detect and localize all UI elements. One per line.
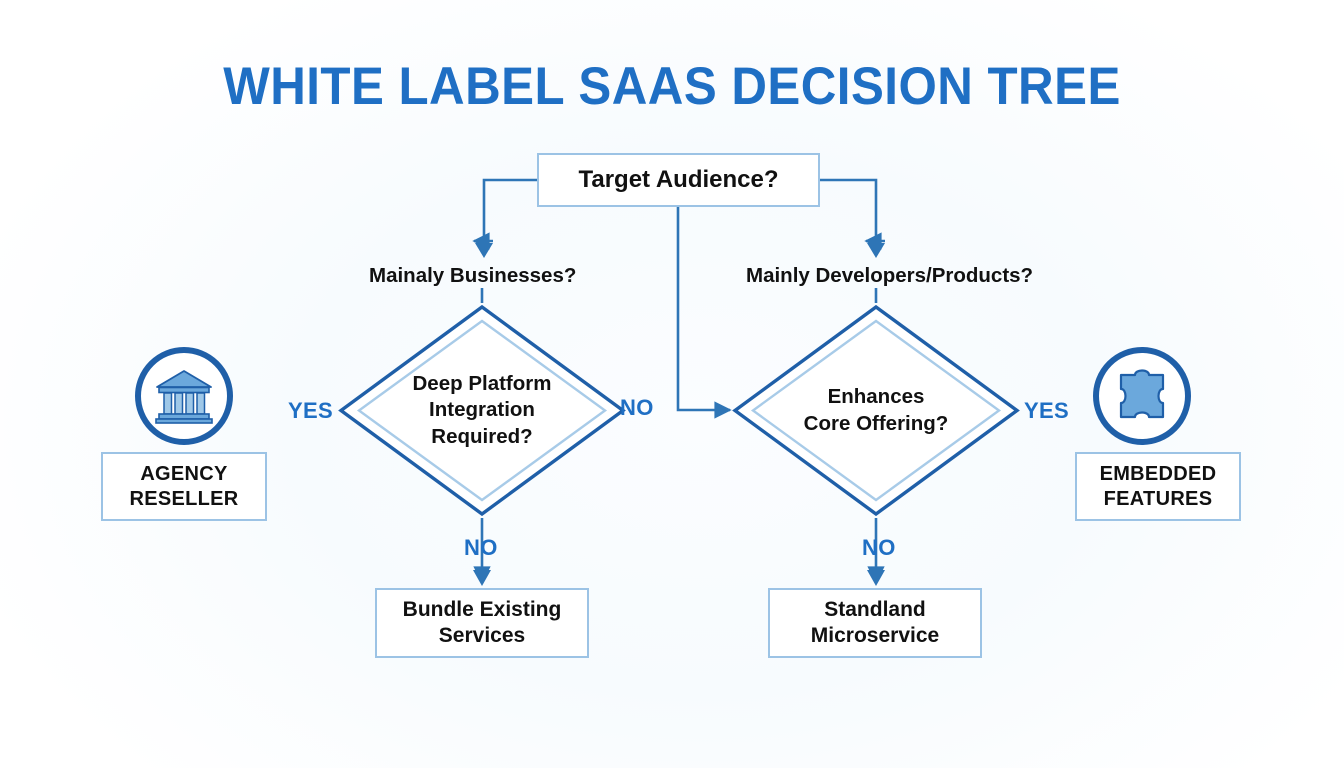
edge-no-cross bbox=[676, 207, 732, 419]
decision-diamond-enhances-core[interactable]: Enhances Core Offering? bbox=[731, 303, 1021, 518]
leaf-left-line2: Services bbox=[438, 624, 526, 647]
diamond-left-text: Deep Platform Integration Required? bbox=[337, 303, 627, 518]
outcome-left-line1: AGENCY bbox=[140, 463, 228, 486]
page-title: WHITE LABEL SAAS DECISION TREE bbox=[223, 57, 1121, 116]
agency-reseller-icon-badge bbox=[135, 347, 233, 445]
leaf-right-line2: Microservice bbox=[810, 624, 940, 647]
outcome-agency-reseller[interactable]: AGENCY RESELLER bbox=[101, 452, 267, 521]
diamond-shape-right bbox=[732, 304, 1020, 517]
arrowhead-right-branch bbox=[867, 243, 885, 258]
edge-label-yes-left: YES bbox=[288, 398, 333, 423]
arrowhead-left-branch bbox=[475, 243, 493, 258]
puzzle-piece-icon bbox=[1119, 369, 1165, 419]
decision-diamond-deep-platform[interactable]: Deep Platform Integration Required? bbox=[337, 303, 627, 518]
outcome-embedded-features[interactable]: EMBEDDED FEATURES bbox=[1075, 452, 1241, 521]
outcome-standland-microservice[interactable]: Standland Microservice bbox=[768, 588, 982, 658]
diamond-left-line1: Deep Platform bbox=[412, 371, 552, 395]
diamond-left-line3: Required? bbox=[431, 424, 533, 448]
edge-label-no-left: NO bbox=[464, 535, 498, 560]
root-node-target-audience[interactable]: Target Audience? bbox=[537, 153, 820, 207]
edge-root-to-right bbox=[820, 178, 878, 243]
outcome-right-line1: EMBEDDED bbox=[1099, 463, 1217, 486]
outcome-left-line2: RESELLER bbox=[129, 487, 239, 510]
outcome-right-line2: FEATURES bbox=[1103, 487, 1213, 510]
outcome-bundle-existing-services[interactable]: Bundle Existing Services bbox=[375, 588, 589, 658]
diamond-right-text: Enhances Core Offering? bbox=[731, 303, 1021, 518]
edge-root-to-left bbox=[482, 178, 537, 243]
leaf-left-line1: Bundle Existing bbox=[402, 598, 562, 622]
embedded-features-icon-badge bbox=[1093, 347, 1191, 445]
arrowhead-left-no bbox=[473, 570, 491, 586]
leaf-right-line1: Standland bbox=[824, 598, 926, 622]
diamond-right-line2: Core Offering? bbox=[803, 411, 949, 435]
diamond-right-line1: Enhances bbox=[827, 384, 925, 408]
arrowhead-right-no bbox=[867, 570, 885, 586]
bank-icon bbox=[155, 370, 213, 424]
branch-label-developers: Mainly Developers/Products? bbox=[746, 264, 1034, 287]
branch-label-businesses: Mainaly Businesses? bbox=[369, 264, 577, 287]
edge-label-no-right: NO bbox=[862, 535, 896, 560]
diamond-left-line2: Integration bbox=[429, 398, 535, 422]
edge-label-yes-right: YES bbox=[1024, 398, 1069, 423]
diamond-shape-left bbox=[338, 304, 626, 517]
edge-label-no-cross: NO bbox=[620, 395, 654, 420]
